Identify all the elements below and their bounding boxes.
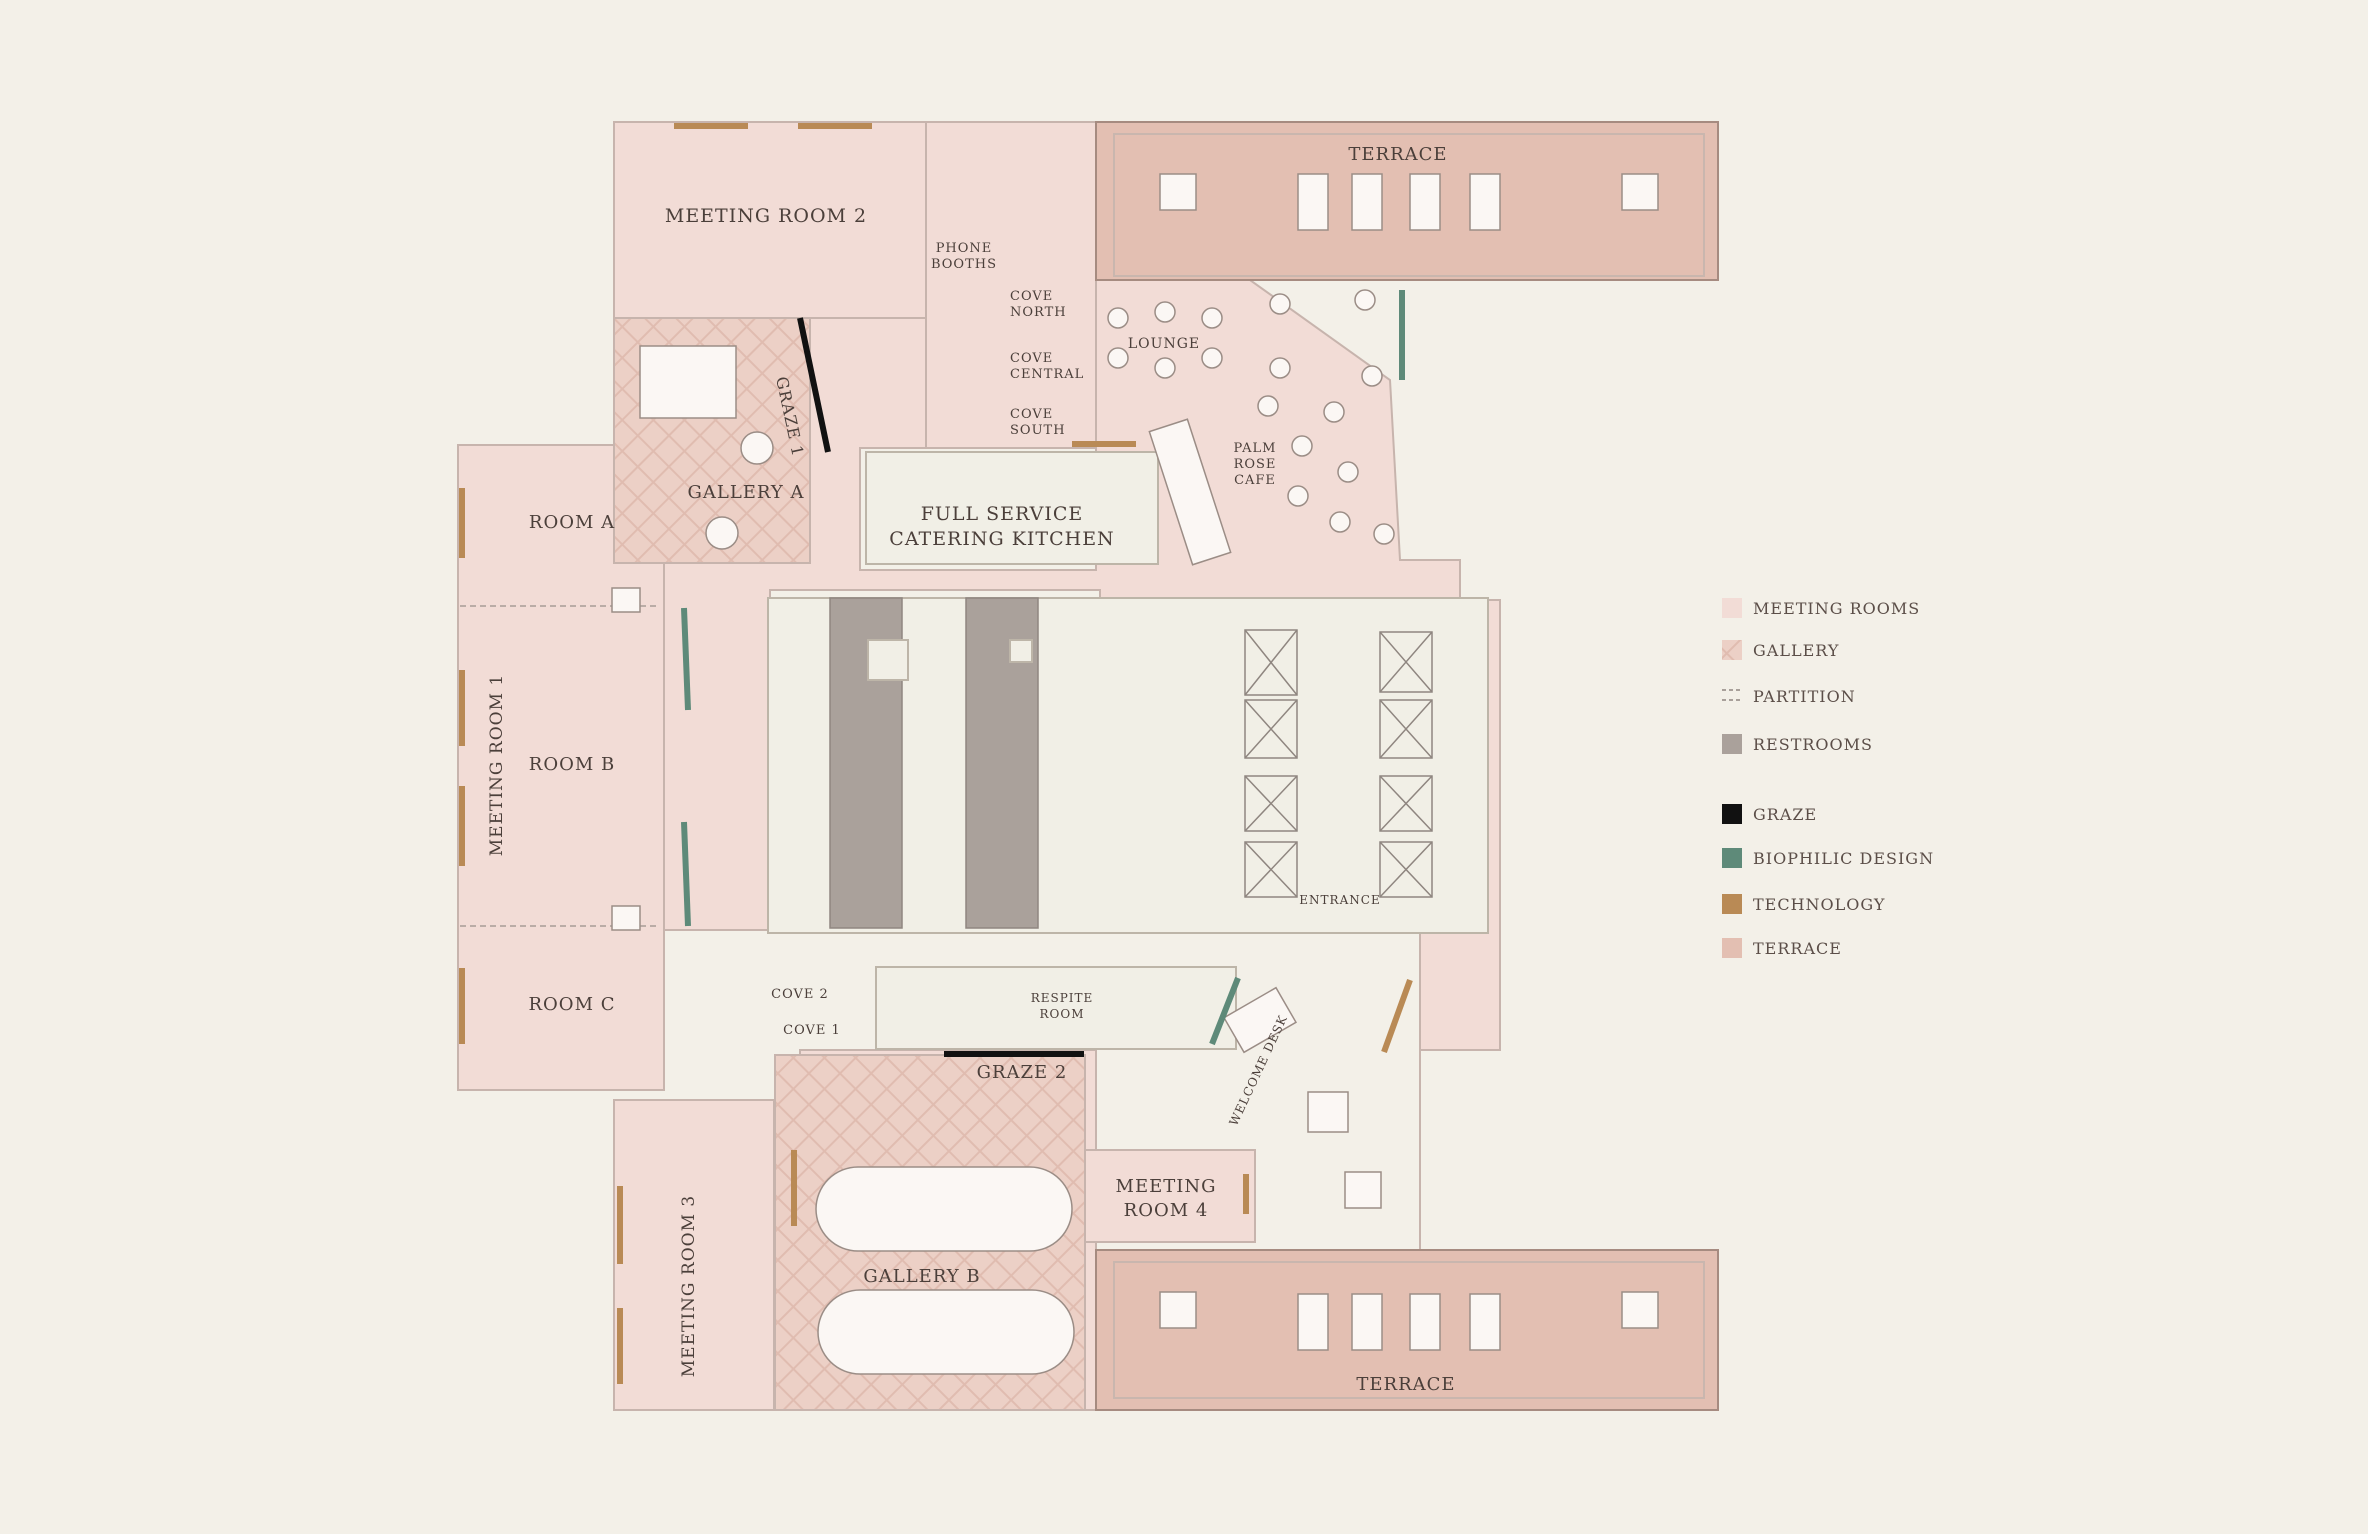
label-palm-rose-cafe: PALM [1234, 441, 1277, 456]
label-cove-central: COVE [1010, 351, 1053, 366]
gallery-a-table[interactable] [639, 345, 737, 419]
legend-swatch-partition [1722, 689, 1742, 701]
legend-swatch-graze [1722, 804, 1742, 824]
gallery-a-round-table-2[interactable] [705, 516, 739, 550]
label-room-b: ROOM B [529, 754, 615, 775]
terrace-top[interactable] [1095, 121, 1719, 281]
room-labels: MEETING ROOM 2 PHONE BOOTHS COVE NORTH C… [487, 144, 1455, 1395]
legend-label-partition: PARTITION [1753, 687, 1856, 706]
terrace-bottom[interactable] [1095, 1249, 1719, 1411]
gallery-b-table-top[interactable] [815, 1166, 1073, 1252]
legend-swatch-terrace [1722, 938, 1742, 958]
legend: MEETING ROOMS GALLERY PARTITION RESTROOM… [1722, 598, 1934, 958]
label-respite-room-2: ROOM [1040, 1007, 1085, 1021]
label-meeting-room-2: MEETING ROOM 2 [665, 205, 867, 227]
label-gallery-a: GALLERY A [687, 482, 804, 503]
label-phone-booths: PHONE [936, 241, 993, 256]
legend-swatch-technology [1722, 894, 1742, 914]
coves-area [925, 121, 1097, 449]
label-graze-2: GRAZE 2 [977, 1062, 1068, 1083]
graze-1-bar [797, 317, 831, 453]
label-cove-south-2: SOUTH [1010, 423, 1066, 438]
legend-swatch-biophilic [1722, 848, 1742, 868]
cafe-counter [1148, 418, 1232, 566]
column [611, 905, 641, 931]
label-palm-rose-cafe-2: ROSE [1234, 457, 1277, 472]
label-cove-central-2: CENTRAL [1010, 367, 1084, 382]
central-core [767, 597, 1489, 934]
welcome-lounge-table [1307, 1091, 1349, 1133]
legend-label-biophilic: BIOPHILIC DESIGN [1753, 849, 1934, 868]
label-entrance: ENTRANCE [1299, 893, 1380, 907]
legend-label-graze: GRAZE [1753, 805, 1817, 824]
label-meeting-room-4: MEETING [1116, 1176, 1217, 1197]
meeting-room-3[interactable] [613, 1099, 775, 1411]
welcome-desk[interactable] [1222, 986, 1298, 1054]
respite-room-corridor [875, 966, 1237, 1050]
label-phone-booths-2: BOOTHS [931, 257, 997, 272]
legend-label-restrooms: RESTROOMS [1753, 735, 1873, 754]
label-meeting-room-1: MEETING ROOM 1 [487, 674, 507, 856]
label-palm-rose-cafe-3: CAFE [1234, 473, 1276, 488]
legend-swatch-gallery [1722, 640, 1742, 660]
label-meeting-room-3: MEETING ROOM 3 [679, 1195, 699, 1377]
legend-swatch-meeting-rooms [1722, 598, 1742, 618]
label-meeting-room-4-2: ROOM 4 [1124, 1200, 1209, 1221]
label-kitchen-2: CATERING KITCHEN [889, 528, 1114, 550]
legend-label-gallery: GALLERY [1753, 641, 1839, 660]
gallery-b[interactable] [774, 1054, 1086, 1411]
label-cove-north-2: NORTH [1010, 305, 1067, 320]
label-room-a: ROOM A [529, 512, 615, 533]
label-terrace-bottom: TERRACE [1356, 1374, 1455, 1395]
label-respite-room: RESPITE [1031, 991, 1094, 1005]
cafe-seating [1257, 395, 1395, 545]
legend-label-meeting-rooms: MEETING ROOMS [1753, 599, 1920, 618]
label-cove-south: COVE [1010, 407, 1053, 422]
label-room-c: ROOM C [529, 994, 616, 1015]
terrace-top-tables [1159, 173, 1659, 231]
legend-label-terrace: TERRACE [1753, 939, 1842, 958]
label-cove-north: COVE [1010, 289, 1053, 304]
gallery-b-table-bottom[interactable] [817, 1289, 1075, 1375]
label-terrace-top: TERRACE [1348, 144, 1447, 165]
label-cove-1: COVE 1 [783, 1023, 841, 1038]
label-kitchen: FULL SERVICE [921, 503, 1084, 525]
column [611, 587, 641, 613]
terrace-bottom-tables [1159, 1291, 1659, 1351]
label-cove-2: COVE 2 [771, 987, 829, 1002]
biophilic-walls [681, 290, 1405, 1046]
technology-screens [459, 123, 1413, 1384]
meeting-room-2[interactable] [613, 121, 927, 319]
catering-kitchen[interactable] [865, 451, 1159, 565]
label-gallery-b: GALLERY B [863, 1266, 980, 1287]
meeting-room-4[interactable] [1084, 1149, 1256, 1243]
lounge-seating [1107, 289, 1383, 387]
legend-swatch-restrooms [1722, 734, 1742, 754]
elevator-bank [1244, 629, 1433, 898]
welcome-lounge-table-2 [1344, 1171, 1382, 1209]
gallery-a-round-table-1[interactable] [740, 431, 774, 465]
label-lounge: LOUNGE [1128, 336, 1200, 352]
legend-label-technology: TECHNOLOGY [1753, 895, 1885, 914]
